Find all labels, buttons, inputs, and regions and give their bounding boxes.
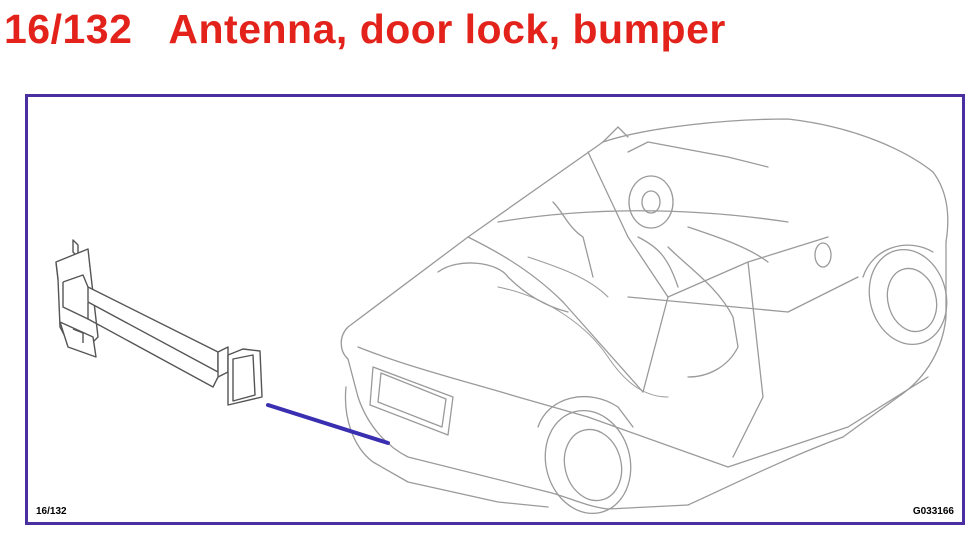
page-heading: Antenna, door lock, bumper (168, 6, 726, 52)
diagram-ref-left: 16/132 (36, 506, 67, 517)
diagram-ref-right: G033166 (912, 506, 954, 517)
page-number: 16/132 (4, 6, 133, 52)
car-illustration (55, 118, 949, 515)
page-title: 16/132 Antenna, door lock, bumper (4, 4, 726, 54)
antenna-module (55, 239, 263, 406)
diagram-frame: 16/132 G033166 (25, 94, 965, 525)
car-outline (340, 118, 949, 515)
pointer-line (266, 403, 390, 445)
